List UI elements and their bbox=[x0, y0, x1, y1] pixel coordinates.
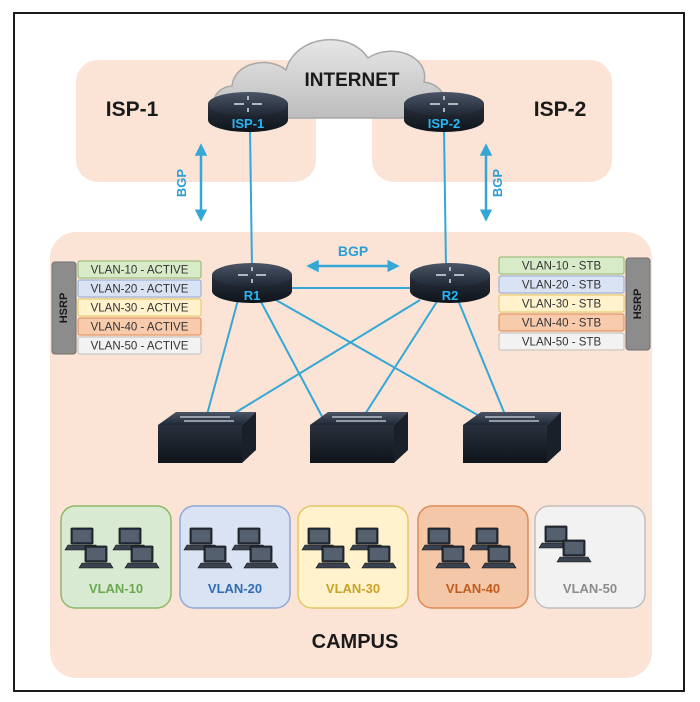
campus-label: CAMPUS bbox=[312, 631, 399, 653]
bgp-label-left: BGP bbox=[174, 169, 189, 198]
router-r2-label: R2 bbox=[442, 288, 459, 303]
router-isp1 bbox=[208, 92, 288, 132]
vlan-box-label: VLAN-50 bbox=[563, 581, 617, 596]
vlan-box-label: VLAN-20 bbox=[208, 581, 262, 596]
hsrp-right-row: VLAN-20 - STB bbox=[498, 275, 625, 294]
vlan-box: VLAN-10 bbox=[60, 505, 172, 609]
switch-2 bbox=[310, 412, 408, 463]
hsrp-left-row-label: VLAN-20 - ACTIVE bbox=[91, 284, 189, 296]
router-arrows-icon bbox=[430, 96, 458, 112]
vlan-box-label: VLAN-10 bbox=[89, 581, 143, 596]
hsrp-right-label: HSRP bbox=[632, 289, 644, 320]
switch-1 bbox=[158, 412, 256, 463]
hsrp-right-row-label: VLAN-30 - STB bbox=[522, 299, 602, 311]
vlan-box: VLAN-30 bbox=[297, 505, 409, 609]
router-arrows-icon bbox=[234, 96, 262, 112]
hsrp-left-row: VLAN-20 - ACTIVE bbox=[77, 279, 202, 298]
hsrp-right-row-label: VLAN-40 - STB bbox=[522, 318, 602, 330]
link-r2-sw1 bbox=[219, 299, 421, 423]
switch-arrows-icon bbox=[180, 416, 234, 422]
vlan-box-label: VLAN-30 bbox=[326, 581, 380, 596]
router-isp2 bbox=[404, 92, 484, 132]
bgp-label-right: BGP bbox=[490, 169, 505, 198]
router-arrows-icon bbox=[436, 267, 464, 283]
links-layer bbox=[204, 127, 509, 423]
isp2-zone-title: ISP-2 bbox=[534, 98, 587, 121]
router-r1-label: R1 bbox=[244, 288, 261, 303]
router-arrows-icon bbox=[238, 267, 266, 283]
vlan-box-label: VLAN-40 bbox=[446, 581, 500, 596]
switch-3 bbox=[463, 412, 561, 463]
switch-arrows-icon bbox=[332, 416, 386, 422]
bgp-label-middle: BGP bbox=[338, 243, 368, 259]
hsrp-left-row: VLAN-10 - ACTIVE bbox=[77, 260, 202, 279]
hsrp-left-panel: HSRP VLAN-10 - ACTIVE VLAN-20 - ACTIVE VLA… bbox=[51, 260, 202, 355]
isp1-zone-title: ISP-1 bbox=[106, 98, 159, 121]
hsrp-right-row: VLAN-30 - STB bbox=[498, 294, 625, 313]
router-r2 bbox=[410, 263, 490, 303]
hsrp-right-row: VLAN-10 - STB bbox=[498, 256, 625, 275]
hsrp-left-row-label: VLAN-40 - ACTIVE bbox=[91, 322, 189, 334]
link-isp1-r1 bbox=[249, 127, 253, 269]
hsrp-right-row: VLAN-50 - STB bbox=[498, 332, 625, 351]
hsrp-left-row-label: VLAN-50 - ACTIVE bbox=[91, 341, 189, 353]
hsrp-left-row: VLAN-40 - ACTIVE bbox=[77, 317, 202, 336]
hsrp-right-row-label: VLAN-10 - STB bbox=[522, 261, 602, 273]
hsrp-left-row-label: VLAN-30 - ACTIVE bbox=[91, 303, 189, 315]
link-r2-sw2 bbox=[359, 299, 439, 423]
vlan-box: VLAN-20 bbox=[179, 505, 291, 609]
hsrp-left-row: VLAN-30 - ACTIVE bbox=[77, 298, 202, 317]
diagram-frame bbox=[13, 12, 685, 692]
hsrp-right-row-label: VLAN-20 - STB bbox=[522, 280, 602, 292]
link-isp2-r2 bbox=[443, 127, 447, 269]
link-r2-sw3 bbox=[457, 299, 509, 423]
internet-label: INTERNET bbox=[305, 70, 400, 91]
vlan-box: VLAN-50 bbox=[534, 505, 646, 609]
link-r1-sw2 bbox=[259, 299, 326, 423]
router-isp2-label: ISP-2 bbox=[428, 116, 461, 131]
hsrp-right-row: VLAN-40 - STB bbox=[498, 313, 625, 332]
router-r1 bbox=[212, 263, 292, 303]
hsrp-left-row: VLAN-50 - ACTIVE bbox=[77, 336, 202, 355]
switch-arrows-icon bbox=[485, 416, 539, 422]
hsrp-right-panel: HSRP VLAN-10 - STB VLAN-20 - STB VLAN-30 -… bbox=[498, 256, 651, 351]
router-isp1-label: ISP-1 bbox=[232, 116, 265, 131]
link-r1-sw3 bbox=[275, 299, 491, 423]
hsrp-left-row-label: VLAN-10 - ACTIVE bbox=[91, 265, 189, 277]
hsrp-right-row-label: VLAN-50 - STB bbox=[522, 337, 602, 349]
vlan-box: VLAN-40 bbox=[417, 505, 529, 609]
hsrp-left-label: HSRP bbox=[58, 293, 70, 324]
link-r1-sw1 bbox=[204, 299, 239, 423]
